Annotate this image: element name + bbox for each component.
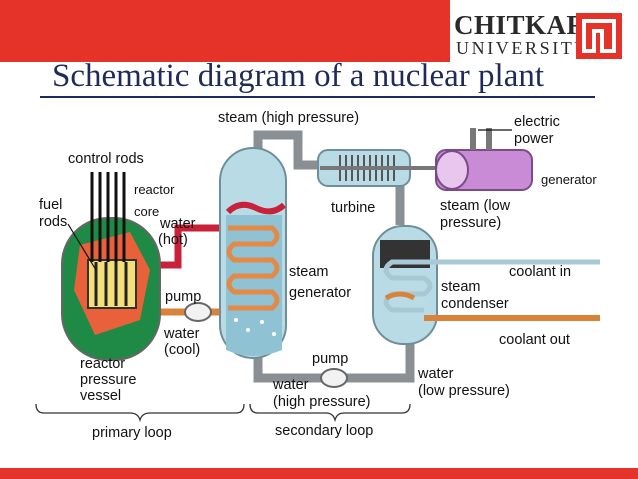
label-steam-condenser-1: steam bbox=[441, 279, 481, 295]
label-steam-low-2: pressure) bbox=[440, 215, 502, 231]
slide-title: Schematic diagram of a nuclear plant bbox=[52, 58, 545, 94]
label-water-cool-2: (cool) bbox=[164, 342, 201, 358]
primary-loop-bracket bbox=[35, 403, 245, 423]
label-coolant-out: coolant out bbox=[499, 332, 570, 348]
label-water-hot-2: (hot) bbox=[158, 232, 188, 248]
water-pipe-low-pressure bbox=[345, 330, 415, 383]
footer-accent-bar bbox=[0, 468, 638, 479]
label-steam-generator-1: steam bbox=[289, 264, 329, 280]
label-rpv-2: pressure bbox=[80, 372, 137, 388]
label-steam-low-1: steam (low bbox=[440, 198, 511, 214]
label-fuel-rods-2: rods bbox=[39, 214, 68, 230]
logo-emblem-icon bbox=[576, 13, 622, 59]
label-electric: electric bbox=[514, 114, 560, 130]
label-water-low-1: water bbox=[418, 366, 454, 382]
label-reactor-core-1: reactor bbox=[134, 182, 175, 197]
fuel-rods-pointer bbox=[67, 223, 97, 271]
label-water-low-2: (low pressure) bbox=[418, 383, 510, 399]
label-turbine: turbine bbox=[331, 200, 376, 216]
label-pump-bottom: pump bbox=[312, 351, 349, 367]
label-rpv-1: reactor bbox=[80, 356, 126, 372]
label-water-hot-1: water bbox=[160, 216, 196, 232]
label-secondary-loop: secondary loop bbox=[275, 423, 374, 439]
hot-water-pipe bbox=[150, 224, 225, 269]
label-water-cool-1: water bbox=[164, 326, 200, 342]
label-water-high-2: (high pressure) bbox=[273, 394, 371, 410]
steam-pipe-high-pressure bbox=[253, 130, 318, 170]
turbine bbox=[317, 149, 435, 187]
steam-condenser bbox=[372, 225, 600, 345]
label-fuel-rods-1: fuel bbox=[39, 197, 63, 213]
label-control-rods: control rods bbox=[68, 151, 144, 167]
label-generator: generator bbox=[541, 172, 597, 187]
label-rpv-3: vessel bbox=[80, 388, 122, 404]
label-pump-left: pump bbox=[165, 289, 202, 305]
label-steam-condenser-2: condenser bbox=[441, 296, 509, 312]
control-rods bbox=[90, 172, 126, 262]
logo-university: UNIVERSITY bbox=[456, 38, 590, 58]
label-reactor-core-2: core bbox=[134, 204, 160, 219]
label-coolant-in: coolant in bbox=[509, 264, 572, 280]
university-logo: CHITKARA UNIVERSITY bbox=[454, 10, 634, 59]
header-accent-bar bbox=[0, 0, 450, 62]
label-primary-loop: primary loop bbox=[92, 425, 172, 441]
steam-generator bbox=[219, 147, 287, 359]
label-power: power bbox=[514, 131, 554, 147]
label-steam-generator-2: generator bbox=[289, 285, 352, 301]
label-steam-high-pressure: steam (high pressure) bbox=[218, 110, 360, 126]
generator bbox=[435, 128, 533, 191]
label-water-high-1: water bbox=[273, 377, 309, 393]
secondary-loop-bracket bbox=[249, 403, 411, 423]
title-underline bbox=[40, 96, 595, 98]
pump-left-icon bbox=[184, 302, 212, 322]
pump-bottom-icon bbox=[320, 368, 348, 388]
